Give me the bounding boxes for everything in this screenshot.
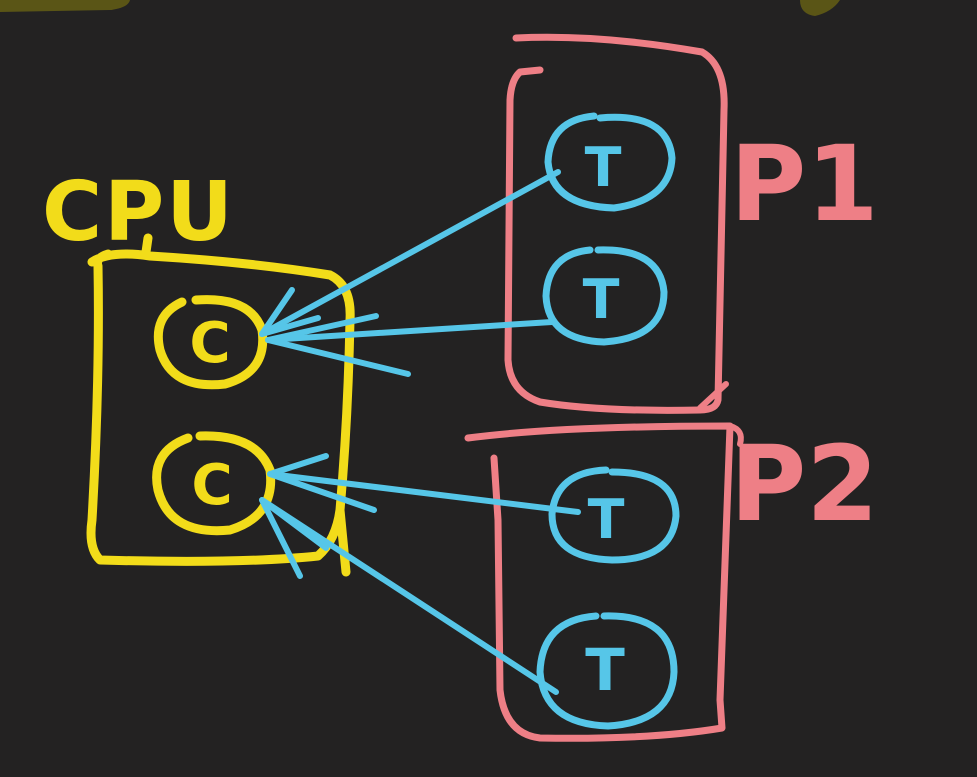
thread-p2-t1: T [548,466,680,564]
thread-p2-t2: T [536,612,678,730]
thread-p1-t2-letter: T [583,268,620,331]
process-1-label: P1 [730,123,879,245]
corner-blob-left [0,0,130,12]
process-1-box-corner [697,381,729,411]
arrow-p2-t2-to-core-2 [259,497,559,695]
core-1: C [153,295,268,390]
process-2-label: P2 [730,423,879,545]
core-1-letter: C [189,311,230,376]
arrow-p1-t2-to-core-1 [265,313,555,377]
core-2-letter: C [191,453,232,518]
process-2-box-corner [727,423,744,447]
cpu-label: CPU [42,165,235,260]
process-1-box [504,33,728,414]
thread-p2-t2-letter: T [585,636,625,704]
process-2-box [464,422,734,742]
thread-p2-t1-letter: T [588,488,625,551]
arrow-p1-t1-to-core-1 [259,169,561,337]
core-2: C [152,431,276,536]
thread-p1-t1-letter: T [585,136,622,199]
thread-p1-t1: T [544,112,676,212]
arrow-p2-t1-to-core-2 [267,453,581,515]
cpu-box [86,233,355,577]
thread-p1-t2: T [542,246,668,346]
corner-blob-right [800,0,840,16]
